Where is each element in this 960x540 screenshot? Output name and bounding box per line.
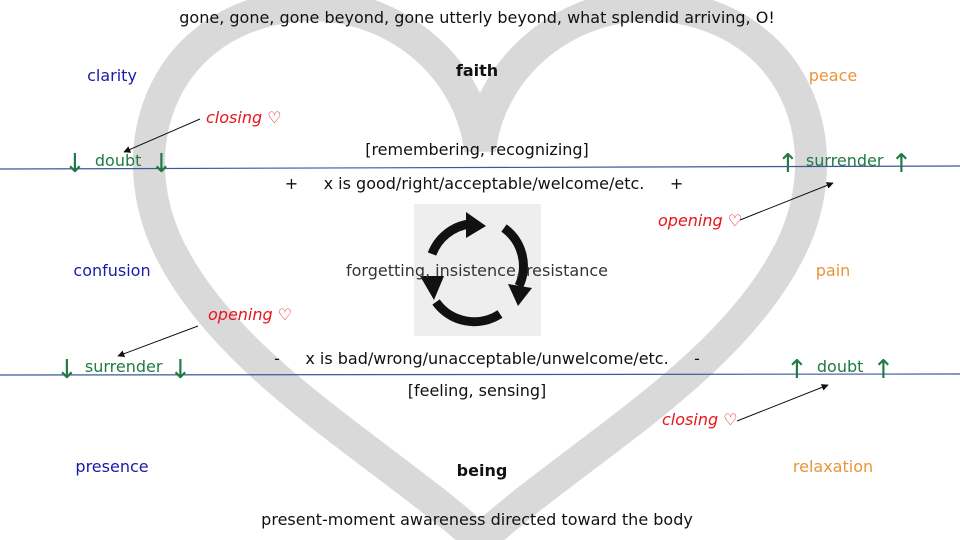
top-left-node: ↓ doubt ↓ — [64, 151, 172, 177]
down-arrow-icon: ↓ — [64, 149, 86, 179]
surrender-label: surrender — [84, 357, 163, 376]
faith-label: faith — [455, 61, 499, 80]
doubt-label: doubt — [816, 357, 864, 376]
bottom-axis-line — [0, 373, 960, 376]
top-bracket-text: [remembering, recognizing] — [365, 140, 589, 159]
bottom-left-annotation-arrow — [117, 325, 199, 358]
being-label: being — [456, 461, 508, 480]
top-axis-line — [0, 165, 960, 170]
confusion-label: confusion — [73, 261, 151, 280]
top-right-node: ↑ surrender ↑ — [777, 151, 912, 177]
top-statement: + x is good/right/acceptable/welcome/etc… — [284, 174, 684, 193]
bottom-right-annotation: closing ♡ — [662, 410, 738, 429]
bottom-bracket-text: [feeling, sensing] — [407, 381, 547, 400]
header-text: gone, gone, gone beyond, gone utterly be… — [179, 8, 775, 27]
down-arrow-icon: ↓ — [150, 149, 173, 179]
top-right-annotation-arrow — [739, 182, 834, 221]
up-arrow-icon: ↑ — [777, 149, 799, 179]
bottom-left-annotation: opening ♡ — [208, 305, 293, 324]
bottom-left-node: ↓ surrender ↓ — [56, 357, 191, 383]
up-arrow-icon: ↑ — [872, 355, 895, 385]
pain-label: pain — [815, 261, 851, 280]
down-arrow-icon: ↓ — [169, 355, 192, 385]
top-left-annotation-arrow — [123, 118, 201, 153]
top-left-annotation: closing ♡ — [206, 108, 282, 127]
up-arrow-icon: ↑ — [786, 355, 808, 385]
presence-label: presence — [75, 457, 149, 476]
surrender-label: surrender — [805, 151, 884, 170]
clarity-label: clarity — [87, 66, 137, 85]
relaxation-label: relaxation — [792, 457, 874, 476]
bottom-statement: - x is bad/wrong/unacceptable/unwelcome/… — [274, 349, 700, 368]
middle-center-text: forgetting, insistence, resistance — [346, 261, 608, 280]
up-arrow-icon: ↑ — [890, 149, 913, 179]
footer-text: present-moment awareness directed toward… — [261, 510, 693, 529]
bottom-right-annotation-arrow — [736, 384, 829, 422]
top-right-annotation: opening ♡ — [658, 211, 743, 230]
recycle-arrows-icon — [414, 204, 541, 336]
bottom-right-node: ↑ doubt ↑ — [786, 357, 894, 383]
down-arrow-icon: ↓ — [56, 355, 78, 385]
doubt-label: doubt — [94, 151, 142, 170]
peace-label: peace — [808, 66, 858, 85]
